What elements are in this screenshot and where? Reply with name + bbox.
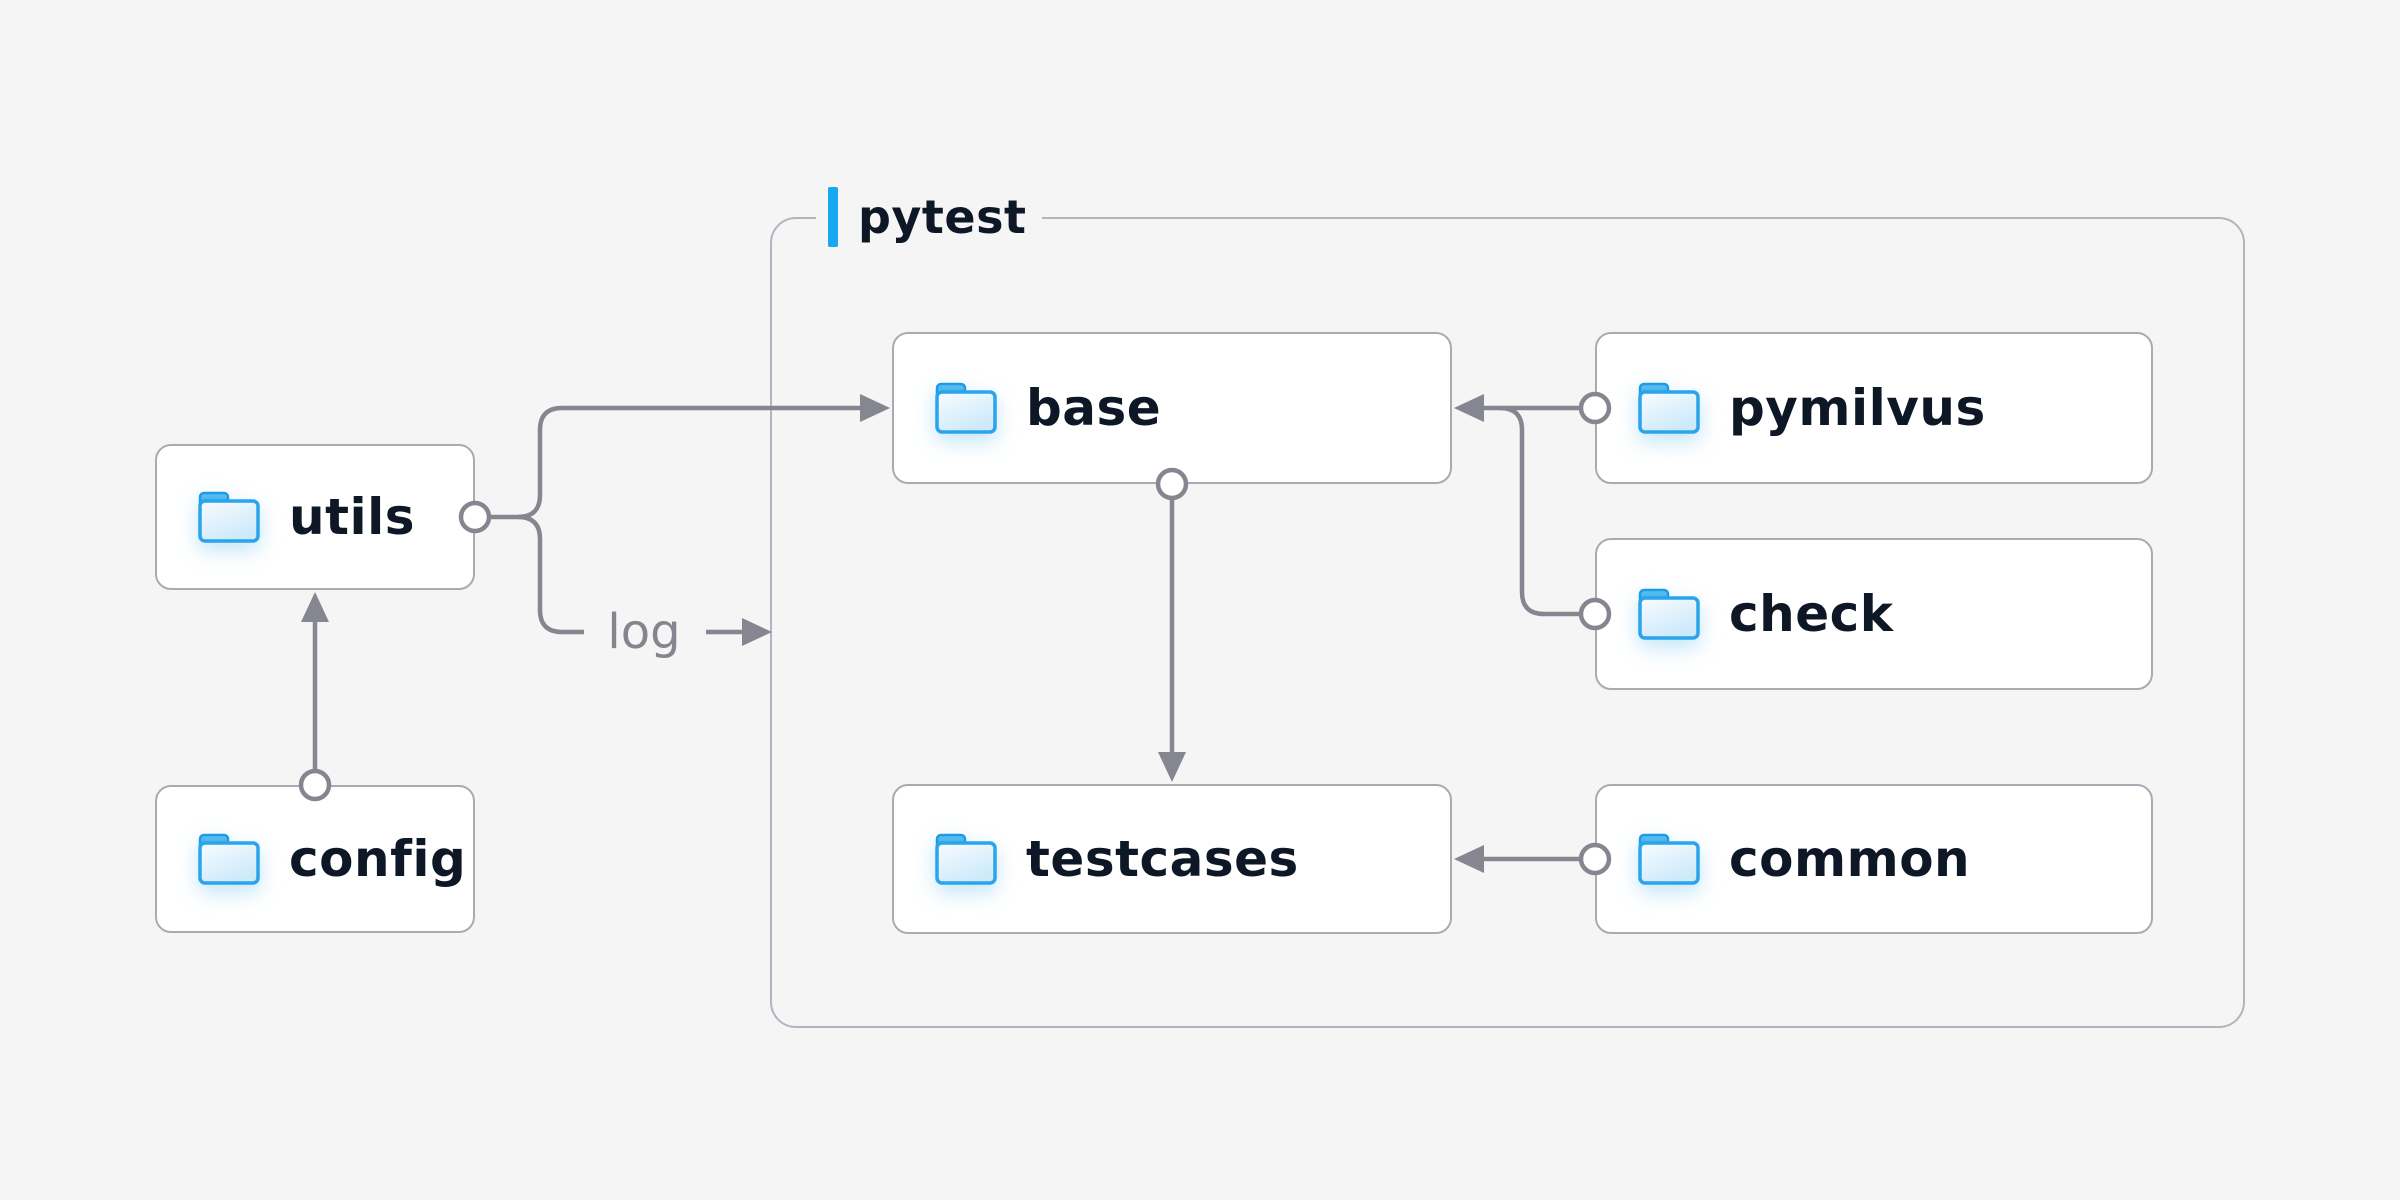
folder-icon xyxy=(1638,833,1700,885)
node-common: common xyxy=(1595,784,2153,934)
log-edge-label: log xyxy=(607,604,681,660)
folder-icon xyxy=(935,833,997,885)
pytest-container-label: pytest xyxy=(816,185,1043,249)
edge-config-to-utils xyxy=(298,592,332,802)
node-utils: utils xyxy=(155,444,475,590)
node-label: config xyxy=(289,830,467,888)
node-label: base xyxy=(1026,379,1162,437)
node-label: testcases xyxy=(1026,830,1299,888)
folder-icon xyxy=(1638,382,1700,434)
node-check: check xyxy=(1595,538,2153,690)
node-config: config xyxy=(155,785,475,933)
folder-icon xyxy=(198,491,260,543)
accent-bar xyxy=(828,187,838,247)
pytest-label-text: pytest xyxy=(858,190,1027,244)
node-testcases: testcases xyxy=(892,784,1452,934)
node-label: utils xyxy=(289,488,416,546)
folder-icon xyxy=(1638,588,1700,640)
node-label: check xyxy=(1729,585,1894,643)
folder-icon xyxy=(198,833,260,885)
node-label: pymilvus xyxy=(1729,379,1986,437)
node-label: common xyxy=(1729,830,1971,888)
node-pymilvus: pymilvus xyxy=(1595,332,2153,484)
node-base: base xyxy=(892,332,1452,484)
folder-icon xyxy=(935,382,997,434)
